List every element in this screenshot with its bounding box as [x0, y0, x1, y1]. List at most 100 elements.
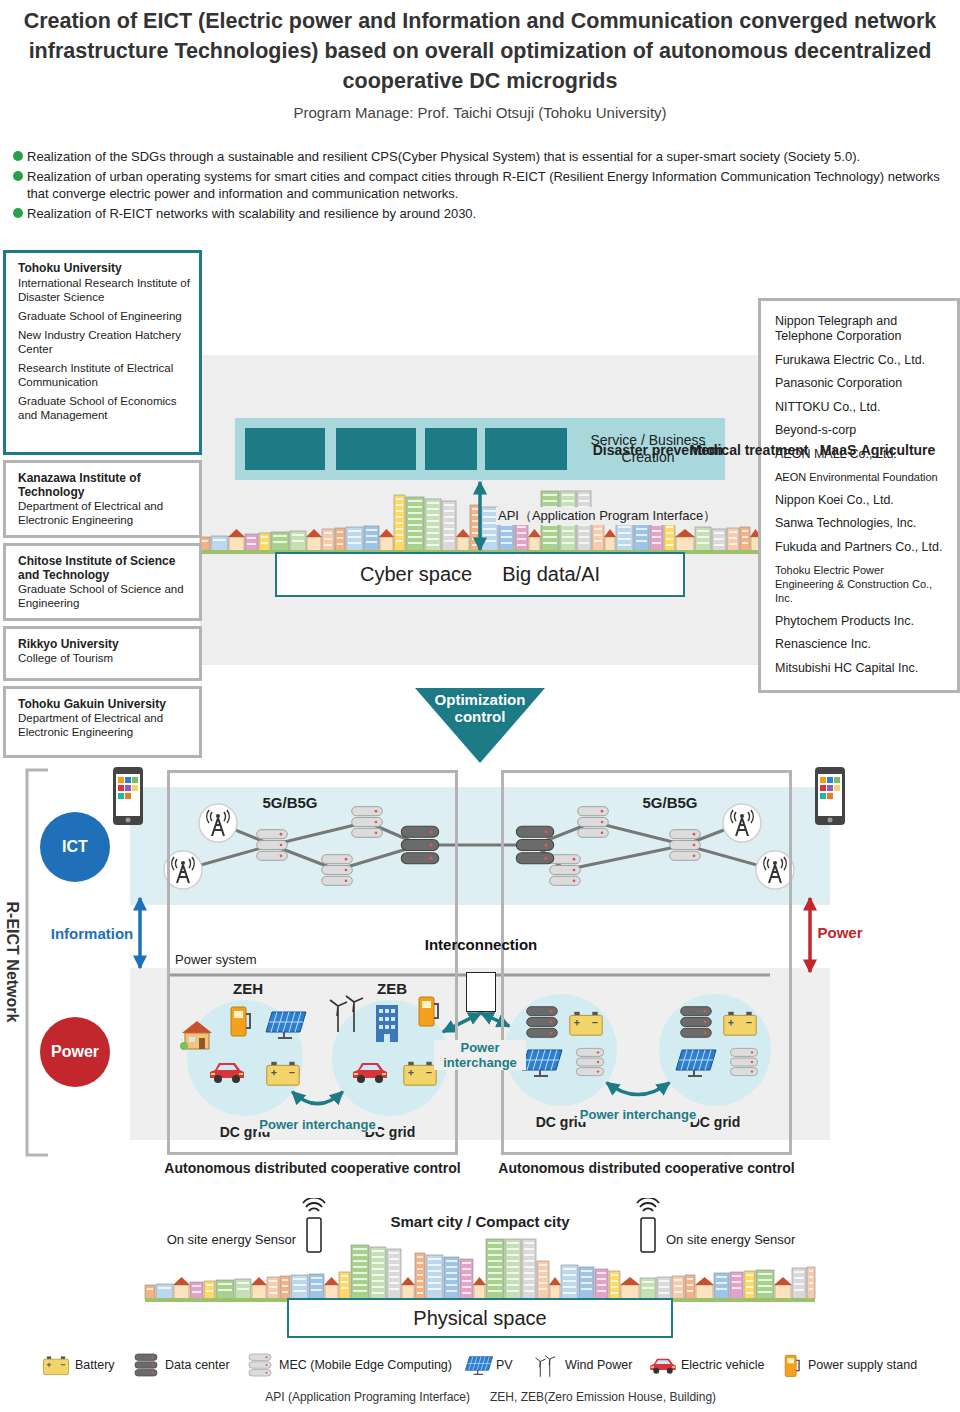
window-row [758, 1279, 772, 1281]
building-shape [370, 1247, 386, 1299]
node-text: Nippon Koei Co., Ltd. [775, 493, 945, 508]
connector [607, 1083, 670, 1095]
building-shape [672, 1276, 684, 1299]
text-label: ZEH, ZEB(Zero Emission House, Building) [490, 1390, 716, 1404]
cyber-ground [200, 355, 760, 665]
window-row [483, 534, 496, 536]
connector [292, 1092, 343, 1104]
building-shape [415, 1253, 425, 1299]
window-row [524, 1242, 534, 1244]
window-row [472, 514, 478, 516]
window-row [579, 530, 589, 532]
window-row [324, 538, 332, 540]
house-shape [252, 1285, 266, 1299]
pv-icon [676, 1050, 716, 1076]
window-row [618, 526, 631, 528]
legend-icon [42, 1355, 70, 1376]
battery-icon [570, 1012, 602, 1035]
mec-icon [578, 807, 609, 838]
building-shape [522, 1239, 536, 1299]
window-row [311, 1283, 322, 1285]
text-label: 5G/B5G [642, 794, 697, 811]
building-shape [235, 1279, 251, 1299]
window-row [563, 1280, 576, 1282]
text-label: On site energy Sensor [666, 1232, 795, 1247]
window-row [524, 1248, 534, 1250]
node-text: New Industry Creation Hatchery Center [18, 328, 191, 356]
window-row [488, 1254, 502, 1256]
window-row [488, 1290, 502, 1292]
node-text: Phytochem Products Inc. [775, 614, 945, 629]
window-row [372, 1286, 384, 1288]
window-row [809, 1282, 813, 1284]
power-band [130, 968, 830, 1140]
window-row [539, 1288, 547, 1290]
node-text: Tohoku Gakuin University [18, 697, 191, 711]
window-row [563, 1268, 576, 1270]
window-row [666, 544, 673, 546]
window-row [483, 528, 496, 530]
window-row [714, 544, 724, 546]
window-row [611, 1280, 618, 1282]
window-row [427, 538, 439, 540]
window-row [192, 1285, 201, 1287]
node-text: Beyond-s-corp [775, 423, 945, 438]
window-row [206, 1290, 213, 1292]
building-shape [807, 1267, 815, 1299]
node-text: Kanazawa Institute of Technology [18, 471, 191, 499]
antenna-icon [723, 804, 761, 842]
bullet-text: Realization of the SDGs through a sustai… [27, 148, 952, 165]
building-shape [727, 528, 739, 551]
legend-icon-shape [785, 1355, 799, 1376]
node-text: Renascience Inc. [775, 637, 945, 652]
window-row [147, 1288, 153, 1290]
building-shape [216, 1280, 234, 1299]
roof-shape [401, 1277, 415, 1285]
house-icon [180, 1021, 212, 1050]
window-row [579, 542, 589, 544]
window-row [562, 500, 574, 502]
window-row [746, 1280, 753, 1282]
window-row [524, 1278, 534, 1280]
window-row [408, 506, 422, 508]
node-text: Medical treatment [674, 442, 824, 459]
roof-shape [675, 529, 695, 537]
window-row [597, 1284, 606, 1286]
window-row [269, 1286, 277, 1288]
window-row [697, 536, 709, 538]
wind-icon [330, 996, 363, 1032]
building-shape [394, 495, 405, 551]
text-label: Power [817, 924, 862, 941]
window-row [348, 536, 361, 538]
window-row [809, 1270, 813, 1272]
window-row [524, 1284, 534, 1286]
window-row [341, 1275, 348, 1277]
window-row [618, 544, 631, 546]
house-shape [775, 1285, 791, 1299]
window-row [396, 516, 403, 518]
service-box: MaaS [425, 428, 477, 470]
window-row [396, 498, 403, 500]
window-row [446, 1272, 457, 1274]
mec-icon [352, 807, 383, 838]
building-shape [387, 1249, 401, 1299]
mec-icon [576, 1048, 603, 1075]
window-row [372, 1280, 384, 1282]
window-row [809, 1288, 813, 1290]
node-text: Rikkyo University [18, 637, 191, 651]
building-icon [376, 1005, 398, 1042]
roof-shape [306, 529, 322, 537]
window-row [517, 526, 526, 528]
window-row [282, 1285, 288, 1287]
window-row [372, 1268, 384, 1270]
window-row [488, 1284, 502, 1286]
window-row [687, 1284, 693, 1286]
roof-shape [549, 1277, 561, 1285]
window-row [507, 1242, 519, 1244]
building-shape [335, 528, 345, 551]
node-text: Research Institute of Electrical Communi… [18, 361, 191, 389]
house-shape [325, 1285, 338, 1299]
text-label: Information [51, 925, 134, 942]
building-shape [792, 1268, 806, 1299]
building-shape [290, 531, 306, 551]
